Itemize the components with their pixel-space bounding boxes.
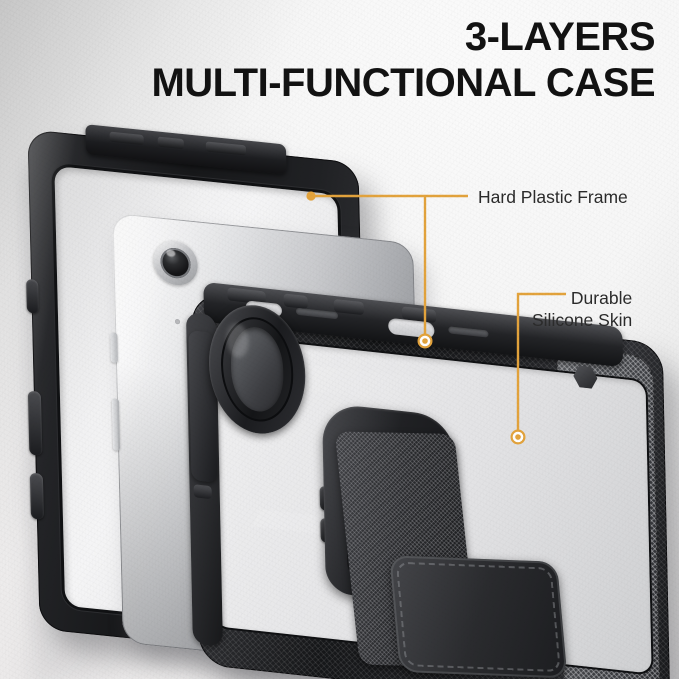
headline: 3-LAYERS MULTI-FUNCTIONAL CASE (151, 17, 655, 103)
headline-line-2: MULTI-FUNCTIONAL CASE (151, 61, 655, 105)
callout-frame-label: Hard Plastic Frame (478, 187, 628, 207)
leader-dot-frame-top (306, 191, 316, 201)
leader-dot-skin (515, 434, 521, 440)
callout-durable-silicone-skin: Durable Silicone Skin (532, 287, 632, 331)
callout-skin-label-line-2: Silicone Skin (532, 310, 633, 331)
leader-line-skin (516, 292, 566, 430)
leader-dot-frame-bottom (422, 338, 428, 344)
callout-skin-label-line-1: Durable (570, 288, 633, 308)
headline-line-1: 3-LAYERS (464, 15, 656, 59)
callout-hard-plastic-frame: Hard Plastic Frame (478, 186, 628, 208)
